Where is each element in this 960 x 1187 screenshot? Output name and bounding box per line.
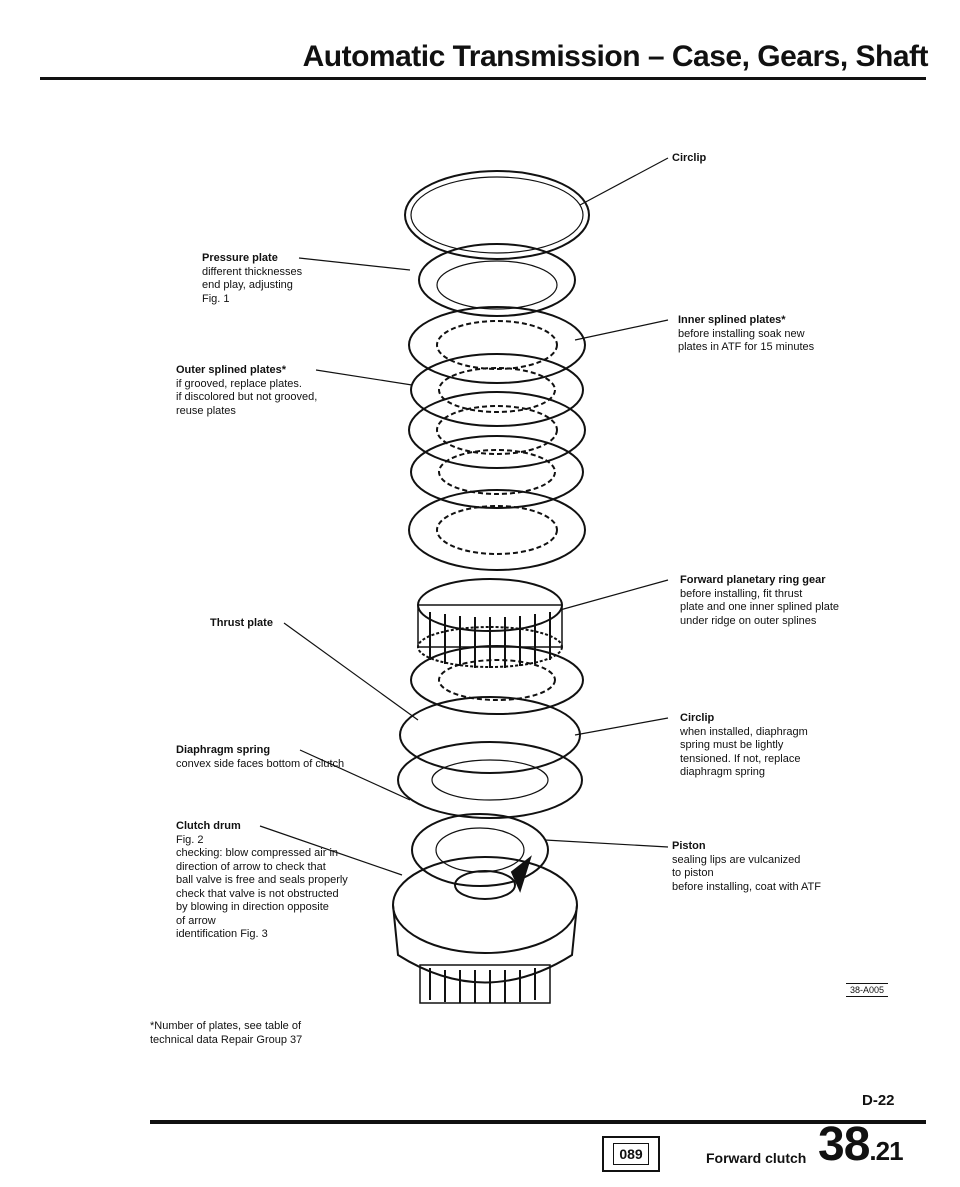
page-number: 38.21 — [818, 1117, 904, 1172]
diaphragm-spring-part — [397, 741, 583, 819]
label-clutch-drum: Clutch drum Fig. 2 checking: blow compre… — [176, 820, 348, 940]
header-rule — [40, 77, 926, 80]
model-code: 089 — [613, 1143, 649, 1165]
page-code: D-22 — [862, 1092, 895, 1109]
label-inner-splined-plates: Inner splined plates* before installing … — [678, 314, 815, 353]
circlip-lower-ring — [399, 696, 581, 774]
label-diaphragm-spring: Diaphragm spring convex side faces botto… — [176, 744, 345, 770]
label-circlip-top: Circlip — [672, 152, 707, 164]
label-forward-ring-gear: Forward planetary ring gear before insta… — [680, 574, 840, 627]
label-circlip-lower: Circlip when installed, diaphragm spring… — [680, 712, 808, 778]
page-title: Automatic Transmission – Case, Gears, Sh… — [302, 40, 929, 73]
label-thrust-plate: Thrust plate — [210, 617, 273, 629]
footnote: *Number of plates, see table of technica… — [150, 1020, 303, 1046]
arrow-marker — [510, 855, 532, 893]
model-code-box: 089 — [602, 1136, 660, 1172]
page-number-main: 38 — [818, 1118, 870, 1171]
label-pressure-plate: Pressure plate different thicknesses end… — [202, 252, 303, 305]
clutch-drum-part — [392, 855, 578, 1004]
page-number-sub: .21 — [869, 1136, 903, 1166]
section-title: Forward clutch — [706, 1150, 807, 1166]
pressure-plate-part — [418, 243, 576, 317]
figure-id: 38-A005 — [846, 983, 889, 997]
footer-rule — [150, 1120, 926, 1124]
circlip-top-ring — [404, 170, 590, 260]
piston-part — [411, 813, 549, 887]
leader-lines — [259, 157, 669, 876]
label-piston: Piston sealing lips are vulcanized to pi… — [672, 840, 821, 893]
plate-stack — [408, 306, 586, 571]
label-outer-splined-plates: Outer splined plates* if grooved, replac… — [176, 364, 318, 417]
